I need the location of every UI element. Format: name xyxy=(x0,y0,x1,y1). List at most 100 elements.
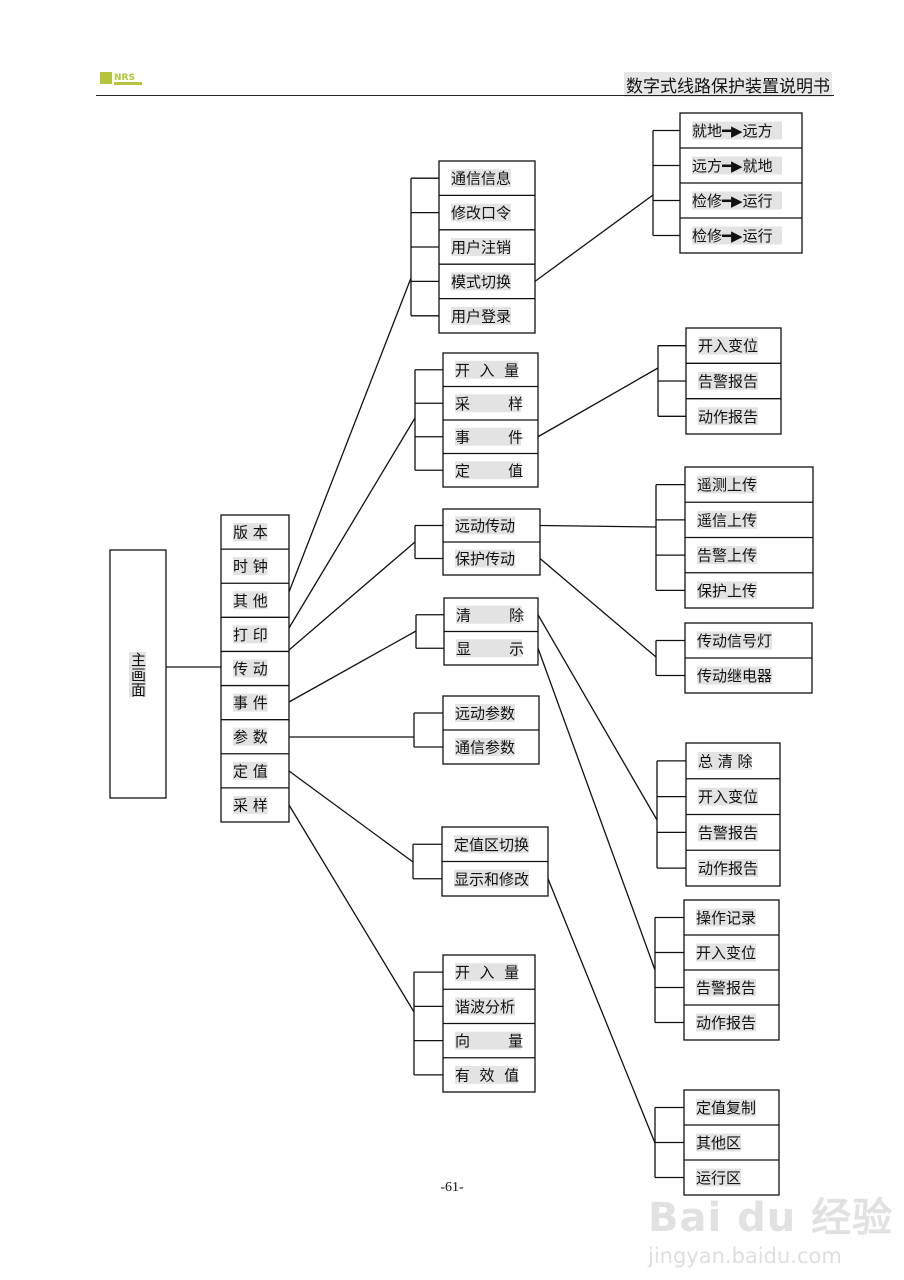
text-highlight xyxy=(697,631,772,650)
menu-item-label: 定 值 xyxy=(233,762,268,780)
menu-item-label: 谐波分析 xyxy=(455,998,515,1016)
text-highlight xyxy=(696,1013,756,1032)
text-highlight xyxy=(233,795,268,814)
menu-item-label: 清 除 xyxy=(456,606,524,624)
group-connector xyxy=(537,648,656,971)
menu-item-label: 开 入 量 xyxy=(455,361,519,379)
text-highlight xyxy=(697,581,757,600)
text-highlight xyxy=(696,978,756,997)
text-highlight xyxy=(698,859,758,878)
text-highlight xyxy=(455,360,518,379)
group-connector xyxy=(288,541,416,651)
menu-item-label: 操作记录 xyxy=(696,909,756,927)
menu-item-label: 运行区 xyxy=(696,1169,741,1187)
menu-item-label: 遥测上传 xyxy=(697,476,757,494)
menu-item-label: 保护上传 xyxy=(697,582,757,600)
text-highlight xyxy=(455,394,521,413)
menu-item-label: 告警报告 xyxy=(696,979,756,997)
text-highlight xyxy=(692,191,782,210)
company-logo: NRS xyxy=(100,72,142,85)
menu-item-label: 定值复制 xyxy=(696,1099,756,1117)
watermark-brand: Bai du 经验 xyxy=(648,1195,894,1241)
text-highlight xyxy=(455,1065,518,1084)
text-highlight xyxy=(698,787,758,806)
menu-item-label: 参 数 xyxy=(233,728,268,746)
text-highlight xyxy=(698,372,758,390)
text-highlight xyxy=(455,963,518,982)
group-connector xyxy=(288,770,414,863)
menu-item-label: 总 清 除 xyxy=(698,752,753,770)
text-highlight xyxy=(455,704,515,722)
text-highlight xyxy=(696,1098,756,1117)
text-highlight xyxy=(696,943,756,962)
group-connector xyxy=(288,277,412,593)
text-highlight xyxy=(692,121,782,140)
menu-item-label: 远动传动 xyxy=(455,517,515,535)
header-divider xyxy=(96,95,834,96)
document-title: 数字式线路保护装置说明书 xyxy=(624,72,832,97)
svg-text:NRS: NRS xyxy=(114,73,135,83)
text-highlight xyxy=(455,427,521,446)
text-highlight xyxy=(451,306,511,325)
menu-item-label: 通信参数 xyxy=(455,739,515,757)
group-connector xyxy=(537,367,659,438)
menu-item-label: 保护传动 xyxy=(455,550,515,568)
text-highlight xyxy=(454,869,529,888)
text-highlight xyxy=(451,203,511,222)
menu-item-label: 其他区 xyxy=(696,1134,741,1152)
menu-item-label: 定值区切换 xyxy=(454,836,529,854)
text-highlight xyxy=(698,823,758,842)
menu-item-label: 开 入 量 xyxy=(455,964,519,982)
menu-item-label: 遥信上传 xyxy=(697,511,757,529)
menu-item-label: 用户登录 xyxy=(451,307,511,325)
text-highlight xyxy=(455,997,515,1016)
text-highlight xyxy=(455,461,521,480)
menu-item-label: 开入变位 xyxy=(698,788,758,806)
menu-item-label: 打 印 xyxy=(233,626,268,644)
page-number: -61- xyxy=(440,1180,464,1195)
menu-item-label: 修改口令 xyxy=(451,204,511,222)
group-connector xyxy=(539,524,657,528)
text-highlight xyxy=(233,761,268,780)
menu-item-label: 用户注销 xyxy=(451,239,511,257)
menu-item-label: 时 钟 xyxy=(233,558,268,576)
text-highlight xyxy=(455,516,515,535)
text-highlight xyxy=(233,523,268,542)
text-highlight xyxy=(697,666,772,685)
menu-item-label: 有 效 值 xyxy=(455,1066,519,1084)
menu-item-label: 告警报告 xyxy=(698,373,758,391)
menu-item-label: 事 件 xyxy=(233,694,268,712)
menu-item-label: 远方━▶就地 xyxy=(692,157,773,175)
text-highlight xyxy=(233,557,268,576)
text-highlight xyxy=(696,1168,741,1187)
text-highlight xyxy=(451,169,511,188)
text-highlight xyxy=(451,238,511,256)
menu-item-label: 动作报告 xyxy=(696,1014,756,1032)
menu-item-label: 其 他 xyxy=(233,592,268,610)
menu-item-label: 采 样 xyxy=(233,796,268,814)
text-highlight xyxy=(697,510,757,529)
menu-item-label: 动作报告 xyxy=(698,860,758,878)
menu-item-label: 传动信号灯 xyxy=(697,632,772,650)
text-highlight xyxy=(698,407,758,426)
text-highlight xyxy=(696,1133,741,1152)
group-connector xyxy=(539,558,657,658)
text-highlight xyxy=(698,336,758,355)
menu-item-label: 传动继电器 xyxy=(697,667,772,685)
text-highlight xyxy=(692,226,782,245)
text-highlight xyxy=(451,272,511,291)
menu-item-label: 开入变位 xyxy=(698,337,758,355)
group-connector xyxy=(288,630,417,703)
menu-item-label: 远动参数 xyxy=(455,705,515,723)
text-highlight xyxy=(455,549,515,568)
group-connector xyxy=(288,417,416,629)
text-highlight xyxy=(696,908,756,927)
root-label: 主画面 xyxy=(129,652,147,697)
group-connector xyxy=(537,614,658,821)
text-highlight xyxy=(233,591,268,610)
group-connector xyxy=(288,804,415,1013)
text-highlight xyxy=(233,727,268,746)
menu-item-label: 事 件 xyxy=(455,428,523,446)
menu-item-label: 模式切换 xyxy=(451,273,511,291)
